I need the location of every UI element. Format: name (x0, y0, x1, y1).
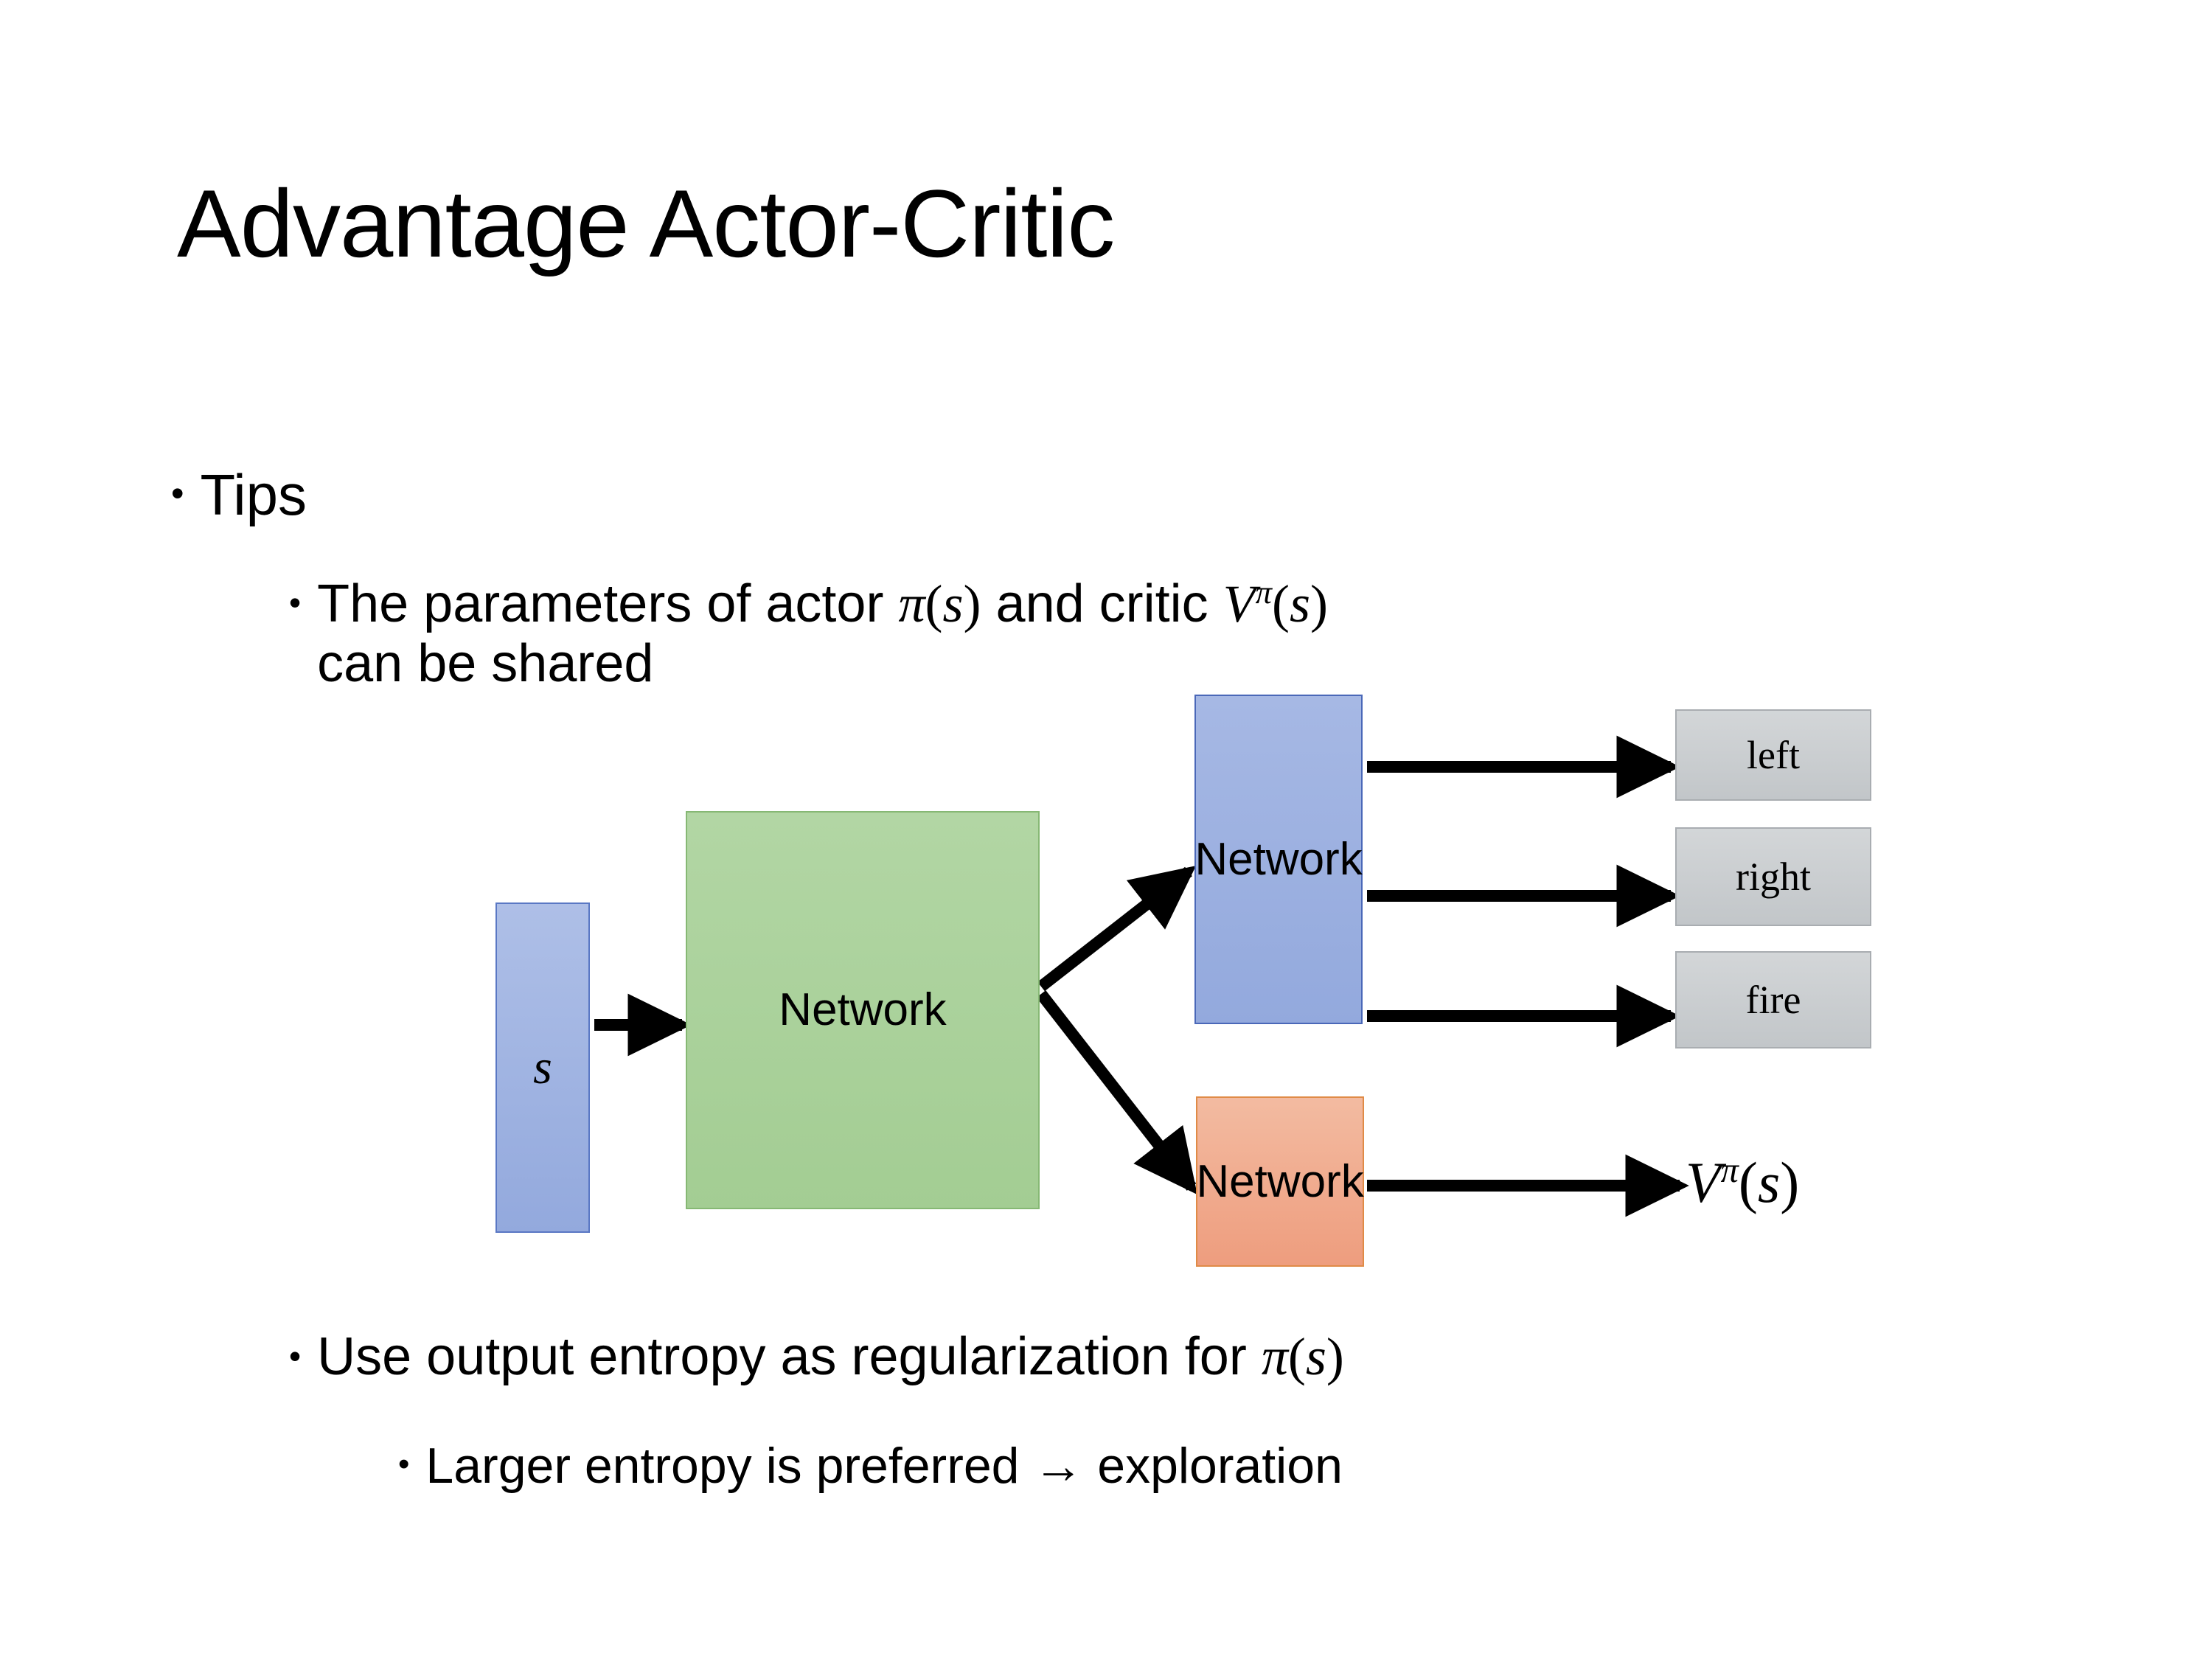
output-action-fire-label: fire (1745, 978, 1801, 1022)
node-actor-network-label: Network (1194, 833, 1363, 885)
bullet-marker-icon: • (289, 1337, 302, 1375)
output-action-right[interactable]: right (1675, 827, 1871, 926)
bullet-marker-icon: • (171, 473, 184, 514)
bullet-marker-icon: • (289, 583, 302, 622)
node-input-state[interactable]: s (495, 902, 590, 1233)
bullet-shared-parameters: • The parameters of actor π(s) and criti… (289, 574, 2124, 693)
node-shared-network[interactable]: Network (686, 811, 1040, 1209)
node-critic-network[interactable]: Network (1196, 1096, 1364, 1267)
bullet-marker-icon: • (398, 1446, 410, 1482)
math-pi-of-s: π(s) (898, 574, 981, 633)
math-v-pi-of-s: Vπ(s) (1686, 1150, 1800, 1214)
bullet-params-middle: and critic (981, 574, 1223, 633)
page-title: Advantage Actor-Critic (177, 170, 1115, 277)
bullet-larger-label: Larger entropy is preferred → exploratio… (425, 1438, 1343, 1494)
output-action-right-label: right (1736, 855, 1811, 899)
arrow-shared-to-actor (1037, 866, 1197, 992)
node-input-state-label: s (533, 1040, 552, 1094)
bullet-params-prefix: The parameters of actor (317, 574, 899, 633)
bullet-tips: • Tips (171, 462, 307, 527)
math-pi-of-s: π(s) (1261, 1327, 1344, 1386)
bullet-tips-label: Tips (200, 462, 307, 527)
bullet-entropy-regularization: • Use output entropy as regularization f… (289, 1327, 1344, 1387)
output-action-left-label: left (1747, 733, 1800, 777)
node-critic-network-label: Network (1196, 1155, 1364, 1207)
bullet-params-line2: can be shared (317, 633, 654, 693)
node-actor-network[interactable]: Network (1194, 695, 1363, 1024)
arrow-shared-to-critic (1036, 990, 1197, 1195)
output-action-fire[interactable]: fire (1675, 951, 1871, 1048)
bullet-entropy-prefix: Use output entropy as regularization for (317, 1327, 1262, 1386)
math-v-pi-of-s: Vπ(s) (1222, 574, 1328, 633)
output-value-function: Vπ(s) (1686, 1149, 1799, 1216)
bullet-larger-entropy: • Larger entropy is preferred → explorat… (398, 1438, 1343, 1494)
output-action-left[interactable]: left (1675, 709, 1871, 801)
node-shared-network-label: Network (779, 984, 947, 1035)
